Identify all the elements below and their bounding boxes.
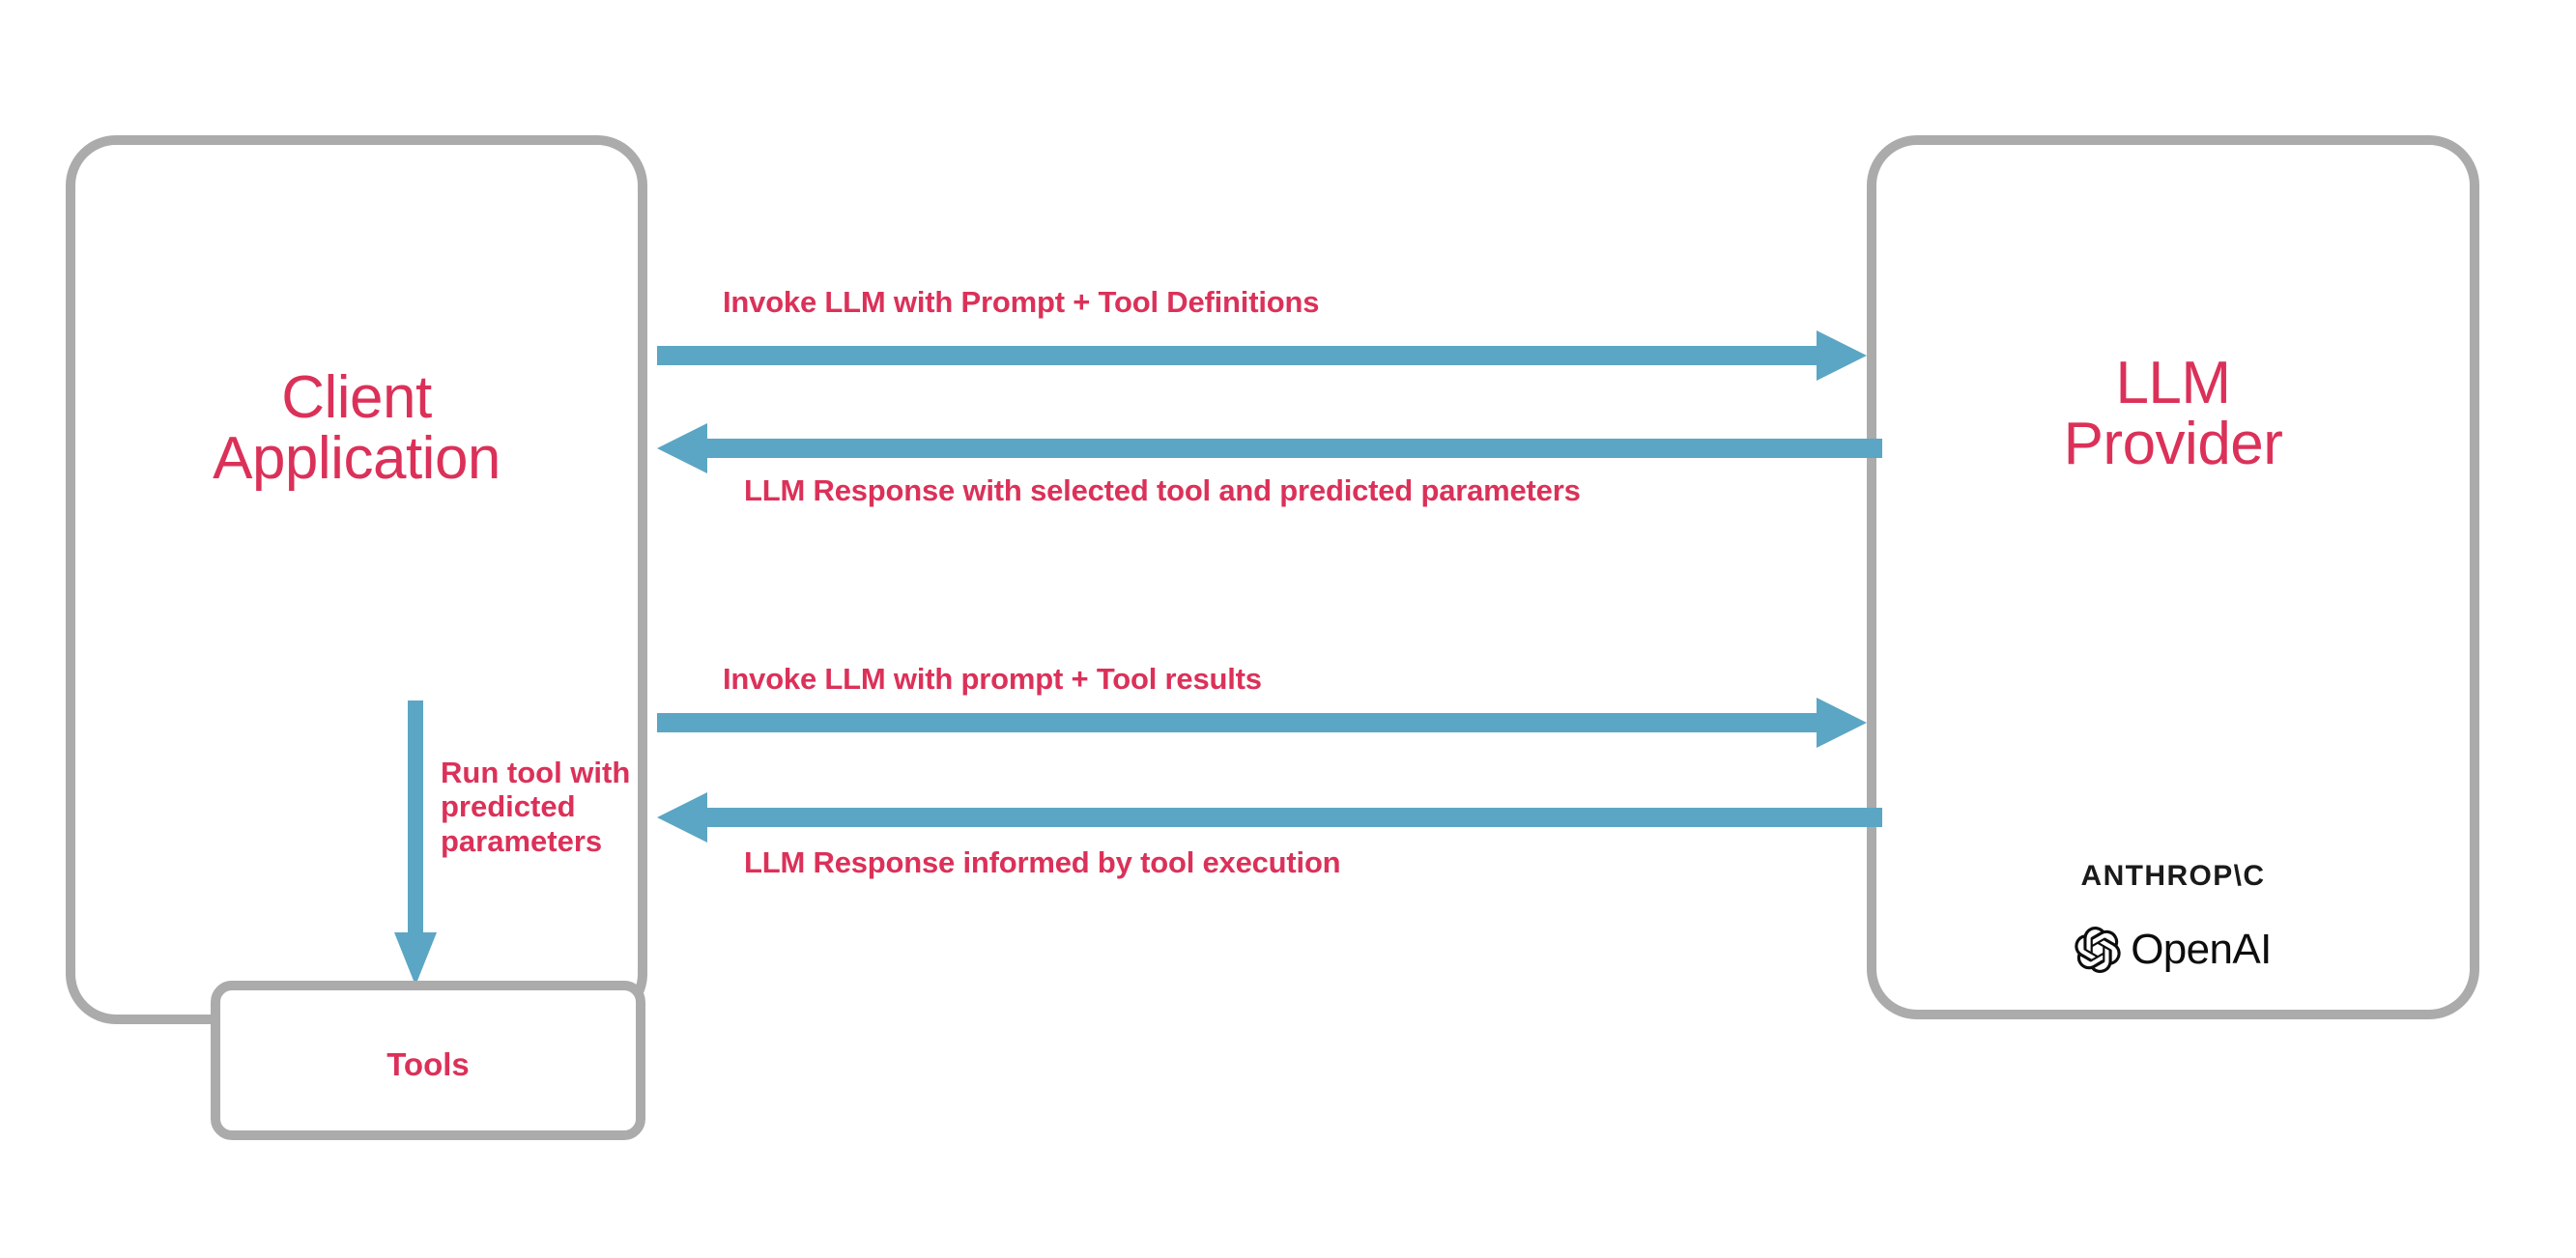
openai-wordmark: OpenAI: [2131, 926, 2272, 973]
tools-box: Tools: [211, 981, 645, 1140]
arrow-head-right-icon: [1817, 698, 1867, 748]
client-title-line-1: Client: [281, 364, 432, 431]
arrow-shaft: [705, 439, 1882, 458]
client-application-title: Client Application: [75, 364, 638, 493]
run-tool-arrow-head-icon: [394, 932, 437, 986]
llm-provider-title: LLM Provider: [1876, 350, 2470, 478]
arrow-shaft: [705, 808, 1882, 827]
arrow-shaft: [657, 346, 1818, 365]
run-tool-arrow: [394, 700, 437, 986]
client-title-line-2: Application: [213, 425, 501, 493]
arrow-invoke-llm-with-prompt-and-tool-results: [657, 698, 1867, 748]
provider-title-line-2: Provider: [2063, 411, 2283, 478]
arrow-2-label: LLM Response with selected tool and pred…: [744, 473, 1581, 507]
arrow-4-label: LLM Response informed by tool execution: [744, 845, 1341, 879]
arrow-head-left-icon: [657, 423, 707, 473]
arrow-head-right-icon: [1817, 330, 1867, 381]
openai-flower-icon: [2075, 927, 2121, 973]
llm-provider-box: LLM Provider ANTHROP\C OpenAI: [1867, 135, 2479, 1019]
arrow-llm-response-informed-by-tool-execution: [657, 792, 1882, 843]
tools-label: Tools: [386, 1046, 470, 1082]
arrow-head-left-icon: [657, 792, 707, 843]
arrow-llm-response-with-selected-tool: [657, 423, 1882, 473]
arrow-1-label: Invoke LLM with Prompt + Tool Definition…: [723, 285, 1320, 319]
run-tool-arrow-label: Run tool with predicted parameters: [441, 756, 631, 858]
anthropic-logo: ANTHROP\C: [2080, 860, 2266, 892]
run-tool-arrow-shaft: [408, 700, 423, 934]
provider-title-line-1: LLM: [2115, 350, 2231, 416]
arrow-3-label: Invoke LLM with prompt + Tool results: [723, 662, 1262, 696]
arrow-invoke-llm-with-prompt-and-tool-definitions: [657, 330, 1867, 381]
arrow-shaft: [657, 713, 1818, 732]
client-application-box: Client Application Run tool with predict…: [66, 135, 647, 1140]
openai-logo-group: OpenAI: [1876, 926, 2470, 974]
